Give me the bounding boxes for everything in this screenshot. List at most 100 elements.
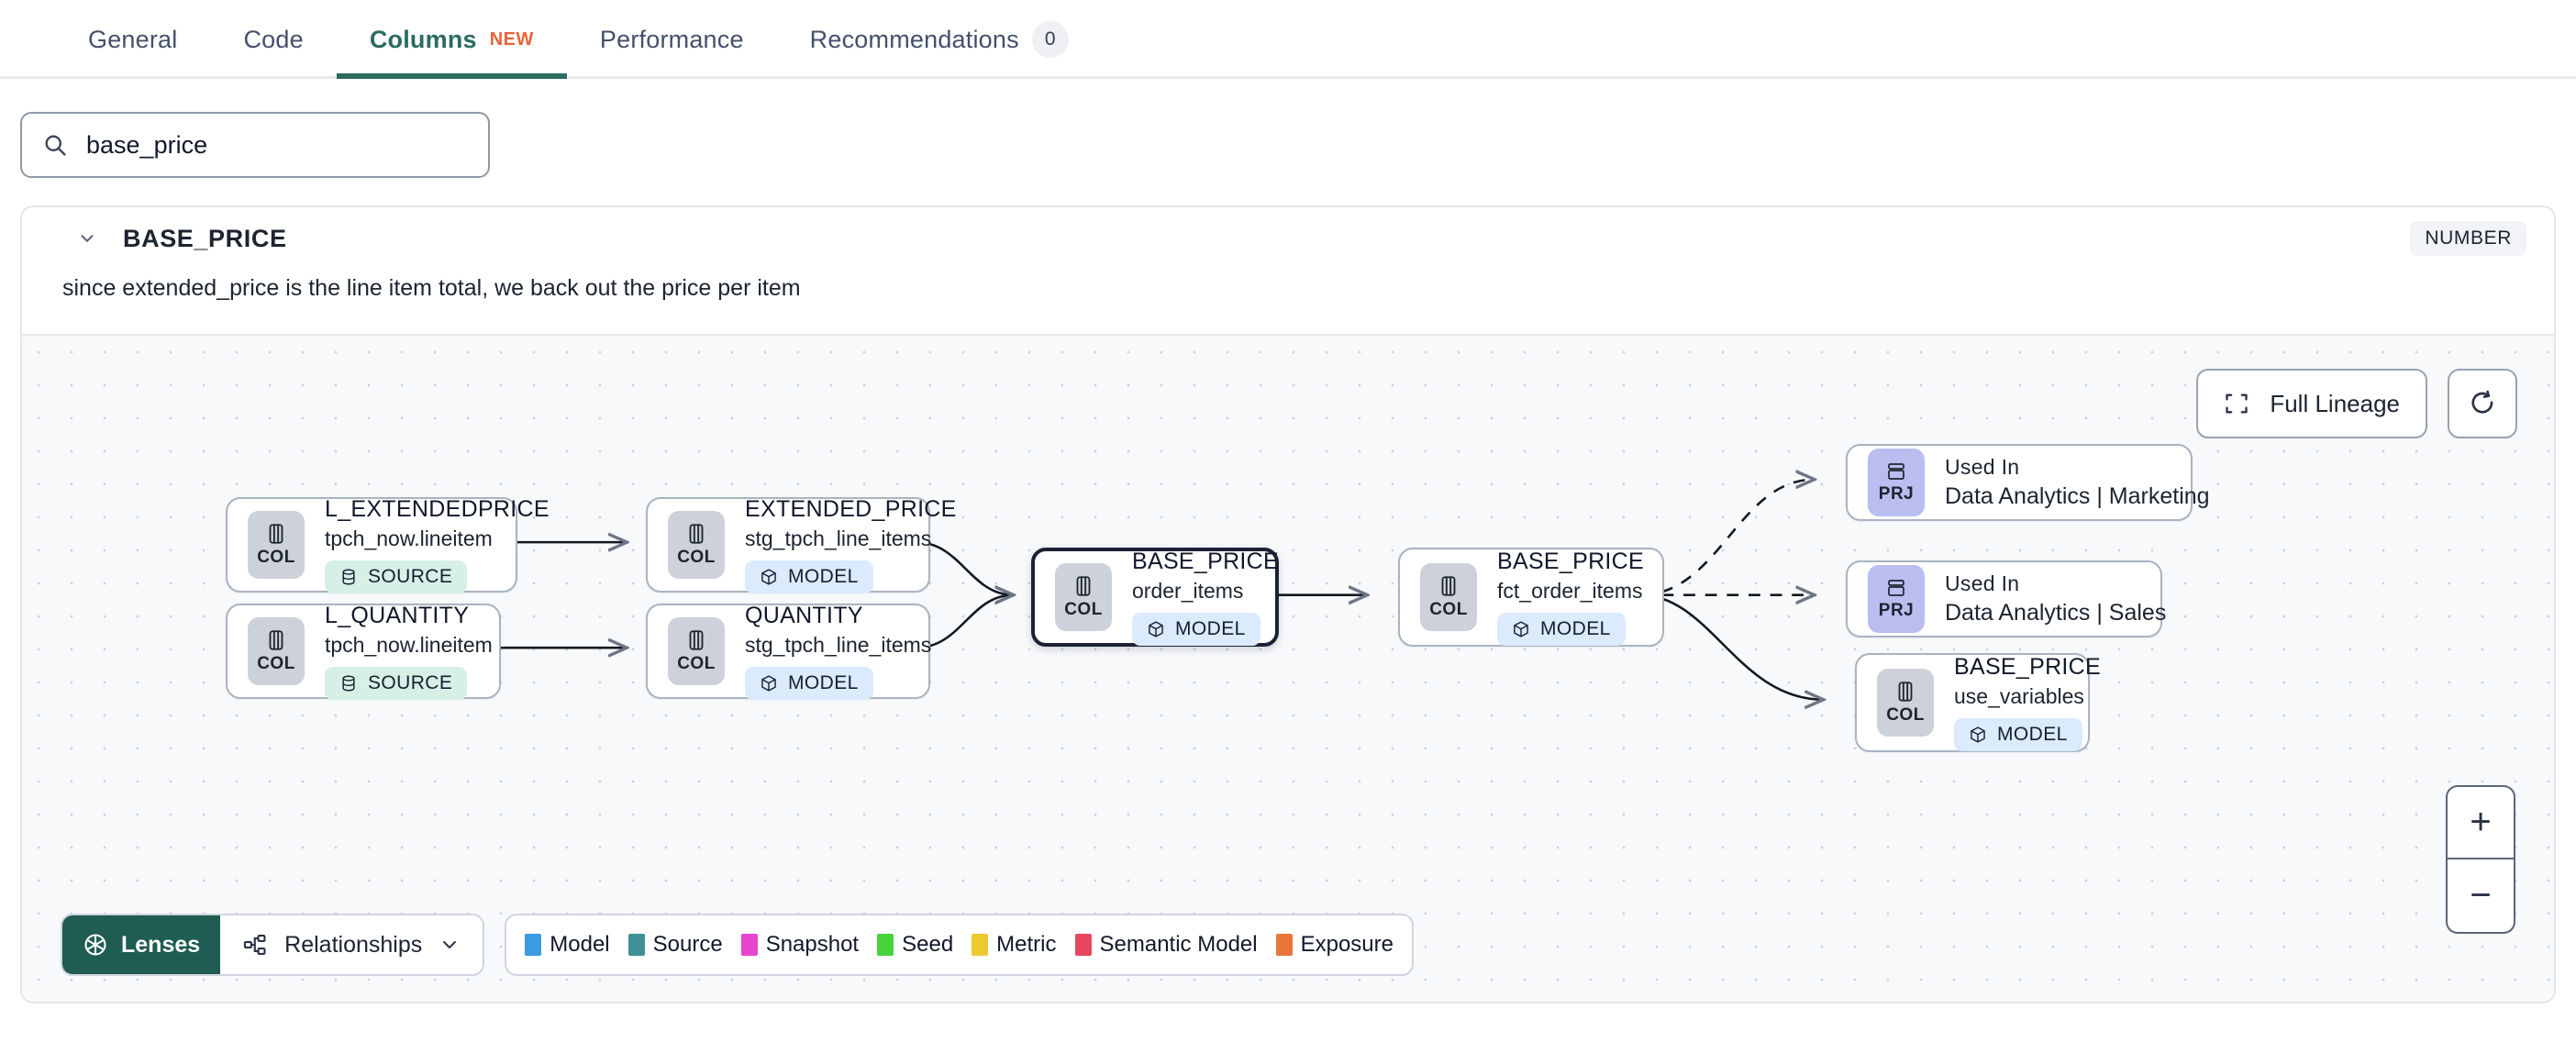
column-description: since extended_price is the line item to… bbox=[62, 275, 801, 301]
zoom-controls: + − bbox=[2446, 785, 2515, 934]
col-type-icon: COL bbox=[1055, 563, 1112, 631]
node-title: EXTENDED_PRICE bbox=[745, 496, 957, 522]
relationships-dropdown[interactable]: Relationships bbox=[220, 915, 483, 974]
legend-item-exposure: Exposure bbox=[1275, 932, 1393, 958]
refresh-icon bbox=[2468, 389, 2497, 418]
node-subtitle: order_items bbox=[1132, 579, 1244, 603]
cube-icon bbox=[1147, 620, 1165, 638]
lineage-node-extended-price[interactable]: COL EXTENDED_PRICE stg_tpch_line_items M… bbox=[646, 496, 957, 593]
lineage-node-base-price-fct-order-items[interactable]: COL BASE_PRICE fct_order_items MODEL bbox=[1398, 548, 1664, 647]
lineage-node-base-price-order-items[interactable]: COL BASE_PRICE order_items MODEL bbox=[1031, 548, 1279, 647]
node-subtitle: tpch_now.lineitem bbox=[325, 633, 493, 657]
project-icon: PRJ bbox=[1868, 449, 1925, 516]
chevron-down-icon[interactable] bbox=[77, 228, 97, 249]
legend-swatch bbox=[1275, 934, 1293, 956]
node-resource-pill: MODEL bbox=[1954, 718, 2082, 751]
legend-swatch bbox=[525, 934, 542, 956]
col-type-label: COL bbox=[677, 654, 716, 673]
node-resource-pill: SOURCE bbox=[325, 667, 468, 700]
node-resource-pill: MODEL bbox=[1132, 613, 1260, 646]
lenses-label: Lenses bbox=[121, 931, 201, 958]
tab-label: Code bbox=[243, 25, 304, 53]
col-type-label: COL bbox=[1886, 705, 1925, 725]
col-type-label: COL bbox=[1429, 600, 1468, 619]
legend-swatch bbox=[1074, 934, 1092, 956]
node-subtitle: use_variables bbox=[1954, 684, 2084, 708]
node-title: L_EXTENDEDPRICE bbox=[325, 496, 550, 522]
tab-general[interactable]: General bbox=[55, 0, 210, 79]
recommendations-count-badge: 0 bbox=[1031, 21, 1069, 58]
hierarchy-icon bbox=[242, 932, 268, 958]
zoom-in-button[interactable]: + bbox=[2448, 787, 2514, 859]
legend-swatch bbox=[740, 934, 758, 956]
col-type-icon: COL bbox=[1420, 563, 1477, 631]
node-resource-pill: SOURCE bbox=[325, 560, 468, 593]
project-type-label: PRJ bbox=[1878, 484, 1915, 504]
lineage-node-l-extendedprice[interactable]: COL L_EXTENDEDPRICE tpch_now.lineitem SO… bbox=[226, 496, 550, 593]
lineage-node-l-quantity[interactable]: COL L_QUANTITY tpch_now.lineitem SOURCE bbox=[226, 603, 501, 700]
cube-icon bbox=[760, 568, 778, 586]
legend-item-snapshot: Snapshot bbox=[740, 932, 860, 958]
search-area: base_price bbox=[0, 79, 2576, 178]
tab-label: General bbox=[88, 25, 178, 53]
node-resource-label: MODEL bbox=[1175, 618, 1246, 639]
tab-code[interactable]: Code bbox=[210, 0, 336, 79]
col-type-icon: COL bbox=[248, 617, 305, 685]
col-type-icon: COL bbox=[248, 511, 305, 579]
legend-item-source: Source bbox=[627, 932, 723, 958]
lineage-node-quantity[interactable]: COL QUANTITY stg_tpch_line_items MODEL bbox=[646, 603, 932, 700]
node-subtitle: Data Analytics | Marketing bbox=[1945, 483, 2210, 509]
col-type-label: COL bbox=[257, 654, 295, 673]
lenses-button[interactable]: Lenses bbox=[62, 915, 221, 974]
legend-label: Exposure bbox=[1300, 932, 1393, 957]
lineage-node-project-marketing[interactable]: PRJ Used In Data Analytics | Marketing bbox=[1846, 444, 2210, 521]
lineage-canvas[interactable]: COL L_EXTENDEDPRICE tpch_now.lineitem SO… bbox=[22, 334, 2554, 1002]
project-type-label: PRJ bbox=[1878, 601, 1915, 620]
tab-label: Performance bbox=[599, 25, 744, 53]
node-resource-label: SOURCE bbox=[368, 672, 453, 693]
lineage-toolbar: Full Lineage bbox=[2196, 369, 2517, 438]
cube-icon bbox=[1512, 620, 1530, 638]
relationships-label: Relationships bbox=[284, 931, 423, 958]
legend-label: Snapshot bbox=[765, 932, 860, 957]
search-value: base_price bbox=[86, 130, 208, 159]
node-subtitle: tpch_now.lineitem bbox=[325, 526, 493, 550]
expand-icon bbox=[2224, 391, 2249, 416]
search-icon bbox=[42, 132, 68, 158]
node-title: BASE_PRICE bbox=[1954, 654, 2102, 680]
legend-label: Semantic Model bbox=[1099, 932, 1258, 957]
node-resource-pill: MODEL bbox=[1497, 613, 1626, 646]
col-type-label: COL bbox=[1064, 600, 1103, 619]
node-title: BASE_PRICE bbox=[1132, 549, 1280, 574]
tab-bar: General Code Columns NEW Performance Rec… bbox=[0, 0, 2576, 79]
lineage-node-project-sales[interactable]: PRJ Used In Data Analytics | Sales bbox=[1846, 560, 2166, 637]
search-input[interactable]: base_price bbox=[20, 112, 490, 178]
lineage-node-base-price-use-variables[interactable]: COL BASE_PRICE use_variables MODEL bbox=[1855, 653, 2102, 752]
node-subtitle: stg_tpch_line_items bbox=[745, 633, 932, 657]
node-resource-label: MODEL bbox=[788, 566, 859, 587]
column-header: BASE_PRICE NUMBER bbox=[22, 207, 2554, 270]
tab-performance[interactable]: Performance bbox=[567, 0, 777, 79]
legend-swatch bbox=[627, 934, 645, 956]
node-resource-label: SOURCE bbox=[368, 566, 453, 587]
refresh-button[interactable] bbox=[2448, 369, 2517, 438]
col-type-icon: COL bbox=[1877, 669, 1934, 737]
lineage-legend: Model Source Snapshot Seed Metric bbox=[505, 914, 1414, 976]
legend-swatch bbox=[877, 934, 894, 956]
tab-recommendations[interactable]: Recommendations 0 bbox=[777, 0, 1102, 79]
legend-label: Seed bbox=[902, 932, 954, 957]
column-card: BASE_PRICE NUMBER since extended_price i… bbox=[20, 205, 2556, 1003]
node-title: QUANTITY bbox=[745, 603, 863, 628]
full-lineage-button[interactable]: Full Lineage bbox=[2196, 369, 2427, 438]
lenses-relationships-group: Lenses Relationships bbox=[61, 914, 485, 976]
tab-columns[interactable]: Columns NEW bbox=[336, 0, 567, 79]
node-title: Used In bbox=[1945, 455, 2020, 479]
cube-icon bbox=[1969, 726, 1987, 744]
legend-item-seed: Seed bbox=[877, 932, 953, 958]
node-title: L_QUANTITY bbox=[325, 603, 470, 628]
col-type-icon: COL bbox=[668, 617, 725, 685]
zoom-out-button[interactable]: − bbox=[2470, 875, 2492, 915]
lineage-bottom-toolbar: Lenses Relationships bbox=[61, 914, 1414, 976]
aperture-icon bbox=[83, 932, 108, 958]
legend-label: Source bbox=[652, 932, 723, 957]
